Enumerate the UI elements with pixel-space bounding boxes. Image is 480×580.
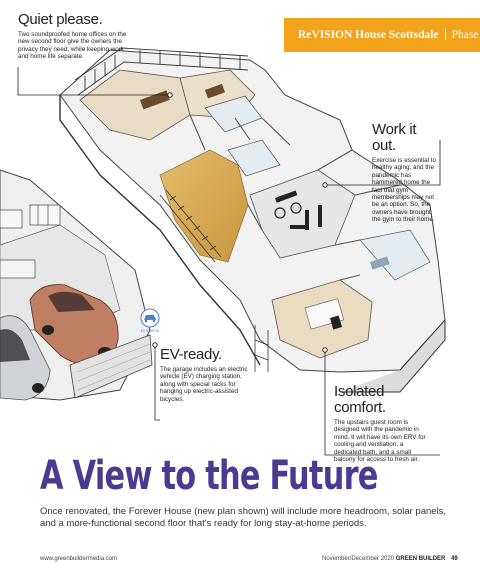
- garage-section: [0, 169, 153, 401]
- callout-body: The upstairs guest room is designed with…: [334, 419, 426, 464]
- callout-body: Two soundproofed home offices on the new…: [18, 31, 127, 61]
- callout-work-it-out: Work it out. Exercise is essential to he…: [372, 122, 438, 224]
- callout-isolated-comfort: Isolated comfort. The upstairs guest roo…: [334, 383, 429, 464]
- callout-quiet-please: Quiet please. Two soundproofed home offi…: [18, 12, 136, 61]
- website-link[interactable]: www.greenbuildermedia.com: [40, 556, 118, 562]
- callout-heading: Isolated comfort.: [334, 383, 386, 416]
- banner-divider: [444, 28, 446, 40]
- callout-body: Exercise is essential to healthy aging, …: [372, 157, 437, 224]
- floor-plan-illustration: EV STATION: [0, 47, 446, 456]
- page-number: 49: [451, 556, 458, 562]
- staircase: [159, 189, 222, 263]
- callout-heading: Quiet please.: [18, 11, 103, 28]
- series-banner: ReVISION House Scottsdale Phase 2: [284, 18, 480, 52]
- ev-station-icon: EV STATION: [140, 308, 160, 333]
- article-headline: A View to the Future: [40, 453, 378, 499]
- publication-name: GREEN BUILDER: [395, 556, 446, 562]
- guest-bed-dark: [329, 315, 342, 330]
- banner-phase: Phase 2: [451, 29, 480, 41]
- callout-ev-ready: EV-ready. The garage includes an electri…: [160, 347, 252, 403]
- article-subhead: Once renovated, the Forever House (new p…: [40, 506, 447, 529]
- guest-balcony-railing: [254, 325, 269, 372]
- upper-floor: [59, 47, 446, 393]
- desk-2: [205, 83, 225, 99]
- bathroom-floor-2: [227, 139, 281, 177]
- silver-car: [0, 315, 51, 401]
- footer-folio: November/December 2020 GREEN BUILDER 49: [322, 556, 458, 562]
- banner-title: ReVISION House Scottsdale: [298, 29, 439, 41]
- footer-website[interactable]: www.greenbuildermedia.com: [40, 556, 117, 562]
- interior-walls: [189, 114, 401, 281]
- bike-racks: [0, 204, 61, 279]
- guest-bath-floor: [359, 229, 431, 281]
- electric-car: [29, 284, 119, 366]
- hallway-floor: [159, 149, 249, 263]
- ev-station-label: EV STATION: [141, 329, 160, 333]
- callout-heading: Work it out.: [372, 121, 417, 154]
- callout-body: The garage includes an electric vehicle …: [160, 366, 248, 403]
- callout-connectors: [17, 67, 441, 456]
- balcony-railing: [74, 47, 249, 96]
- gym-equipment: [274, 190, 322, 230]
- issue-date: November/December 2020: [322, 556, 395, 562]
- callout-heading: EV-ready.: [160, 346, 223, 363]
